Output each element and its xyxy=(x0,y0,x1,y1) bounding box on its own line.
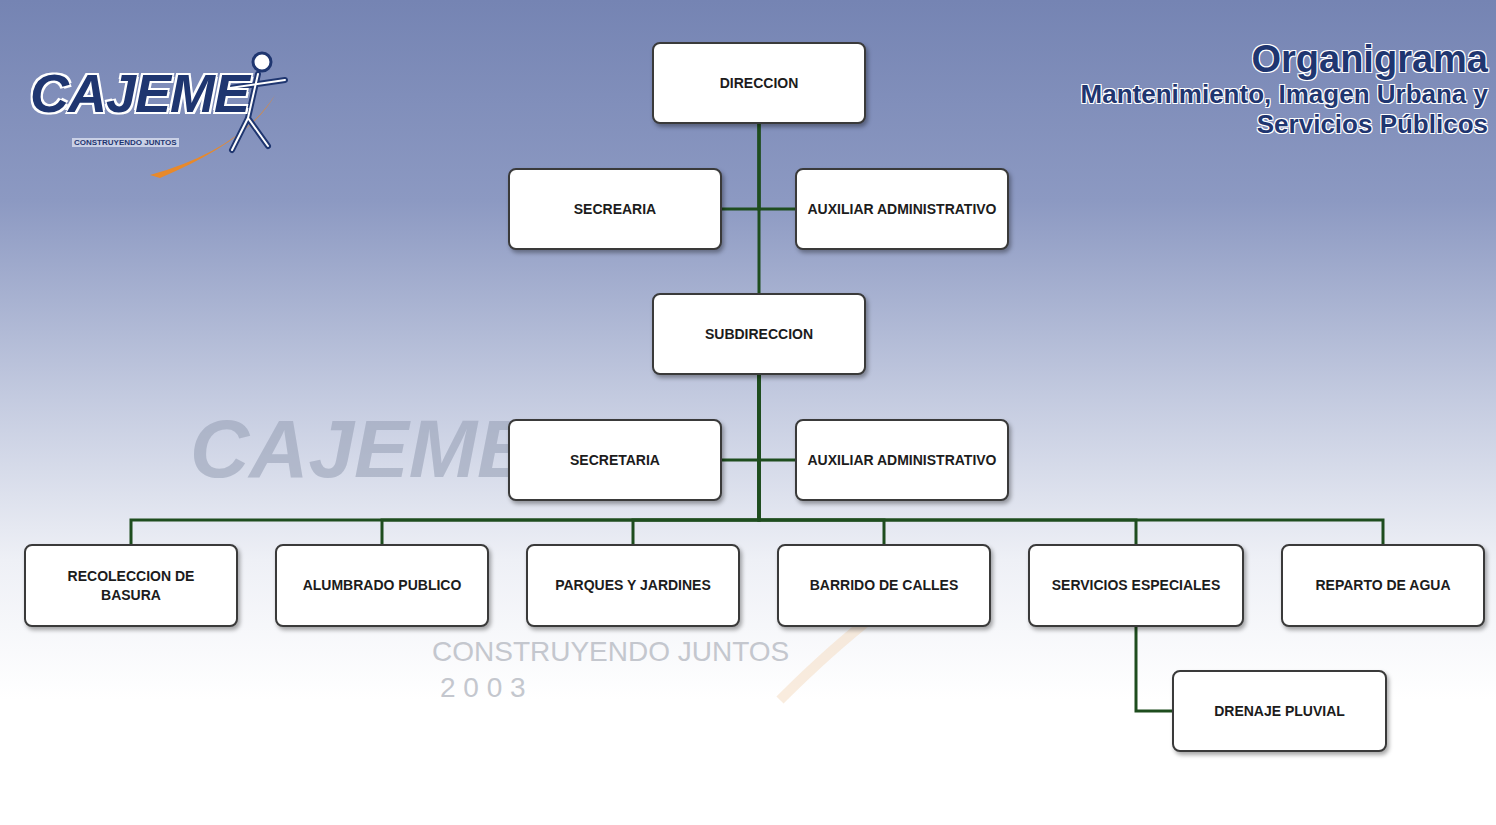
org-box: SECRETARIA xyxy=(508,419,722,501)
box-text-group: ALUMBRADO PUBLICO xyxy=(303,576,462,594)
org-connector xyxy=(722,124,759,209)
box-text-group: DIRECCION xyxy=(720,74,799,92)
logo-name: CAJEME xyxy=(30,62,249,124)
logo-slogan: CONSTRUYENDO JUNTOS xyxy=(72,138,179,147)
box-label: AUXILIAR ADMINISTRATIVO xyxy=(808,200,997,218)
org-box: RECOLECCION DE BASURA xyxy=(24,544,238,627)
box-text-group: RECOLECCION DE BASURA xyxy=(36,567,226,603)
chart-title: Organigrama xyxy=(1251,38,1488,81)
box-label: DIRECCION xyxy=(720,74,799,92)
watermark-year: 2 0 0 3 xyxy=(440,672,526,704)
org-box: AUXILIAR ADMINISTRATIVO xyxy=(795,168,1009,250)
box-text-group: SECRETARIA xyxy=(570,451,660,469)
org-box: PARQUES Y JARDINES xyxy=(526,544,740,627)
logo-head xyxy=(253,53,271,71)
box-label: SUBDIRECCION xyxy=(705,325,813,343)
box-text-group: PARQUES Y JARDINES xyxy=(555,576,711,594)
org-box: DIRECCION xyxy=(652,42,866,124)
box-label: REPARTO DE AGUA xyxy=(1315,576,1450,594)
org-box: DRENAJE PLUVIAL xyxy=(1172,670,1387,752)
org-box: AUXILIAR ADMINISTRATIVO xyxy=(795,419,1009,501)
box-text-group: DRENAJE PLUVIAL xyxy=(1214,702,1345,720)
box-label: SECRETARIA xyxy=(570,451,660,469)
box-label: SERVICIOS ESPECIALES xyxy=(1052,576,1221,594)
org-box: REPARTO DE AGUA xyxy=(1281,544,1485,627)
org-connector xyxy=(131,375,759,544)
org-box: BARRIDO DE CALLES xyxy=(777,544,991,627)
box-text-group: SECREARIA xyxy=(574,200,656,218)
org-connector xyxy=(759,375,1383,544)
org-box: SERVICIOS ESPECIALES xyxy=(1028,544,1244,627)
box-label: SECREARIA xyxy=(574,200,656,218)
box-label: BARRIDO DE CALLES xyxy=(810,576,959,594)
org-connector xyxy=(759,375,795,460)
watermark-slogan: CONSTRUYENDO JUNTOS xyxy=(432,636,789,668)
org-box: SUBDIRECCION xyxy=(652,293,866,375)
box-label: PARQUES Y JARDINES xyxy=(555,576,711,594)
box-label: AUXILIAR ADMINISTRATIVO xyxy=(808,451,997,469)
box-label: ALUMBRADO PUBLICO xyxy=(303,576,462,594)
org-box: ALUMBRADO PUBLICO xyxy=(275,544,489,627)
box-text-group: AUXILIAR ADMINISTRATIVO xyxy=(808,200,997,218)
org-connector xyxy=(758,124,761,293)
box-text-group: BARRIDO DE CALLES xyxy=(810,576,959,594)
org-connector xyxy=(759,124,795,209)
org-connector xyxy=(1136,627,1172,711)
org-box: SECREARIA xyxy=(508,168,722,250)
box-label: DRENAJE PLUVIAL xyxy=(1214,702,1345,720)
box-text-group: SERVICIOS ESPECIALES xyxy=(1052,576,1221,594)
box-text-group: SUBDIRECCION xyxy=(705,325,813,343)
org-connector xyxy=(722,375,759,460)
box-text-group: REPARTO DE AGUA xyxy=(1315,576,1450,594)
box-text-group: AUXILIAR ADMINISTRATIVO xyxy=(808,451,997,469)
box-label: RECOLECCION DE BASURA xyxy=(36,567,226,603)
watermark-name: CAJEME xyxy=(190,402,532,496)
chart-subtitle: Mantenimiento, Imagen Urbana y Servicios… xyxy=(1048,80,1488,140)
